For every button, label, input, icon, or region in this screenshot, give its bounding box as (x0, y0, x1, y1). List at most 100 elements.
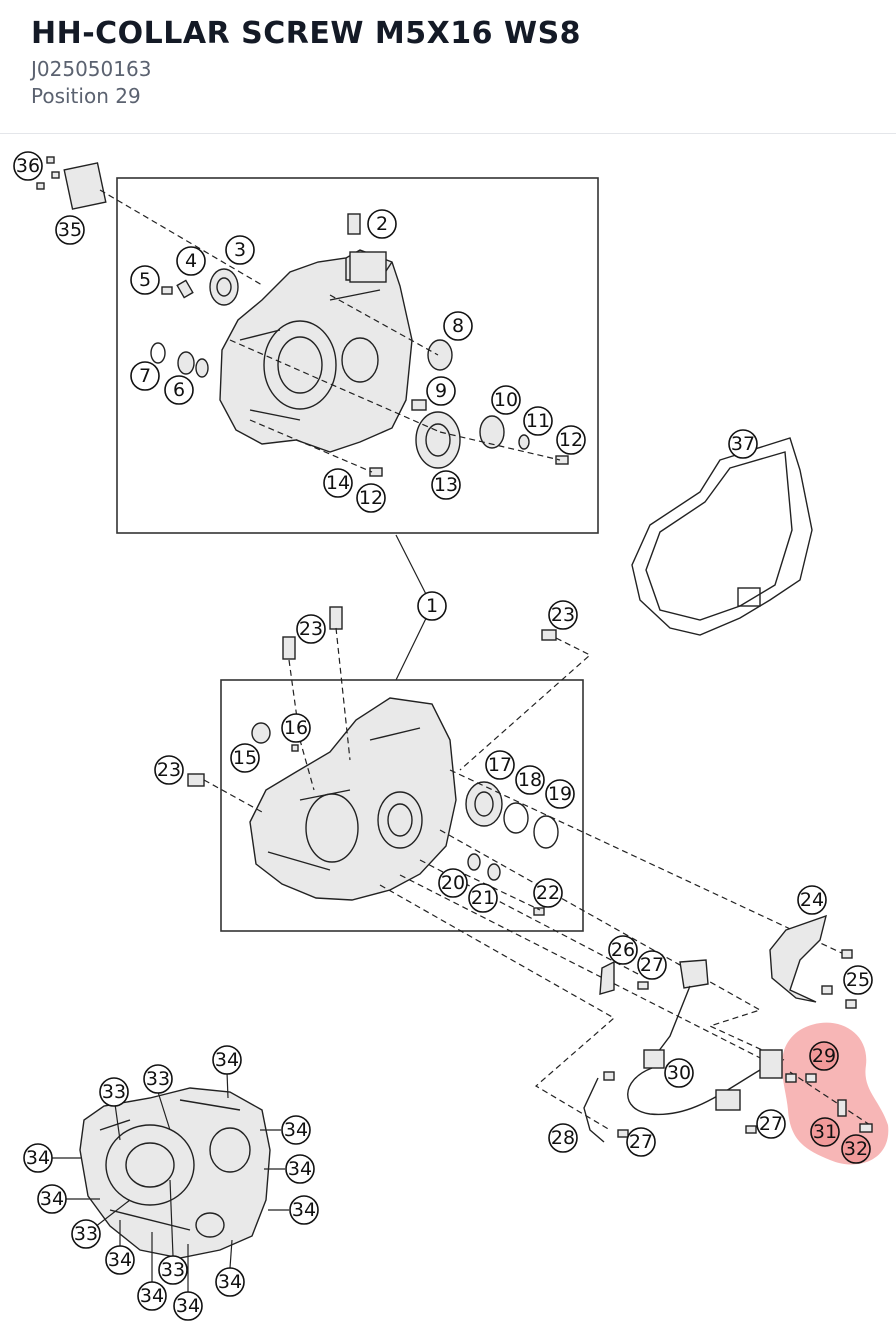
callout-20[interactable]: 20 (438, 868, 468, 898)
callout-7[interactable]: 7 (130, 361, 160, 391)
callout-32[interactable]: 32 (841, 1134, 871, 1164)
svg-text:5: 5 (139, 269, 151, 291)
callout-23-c[interactable]: 23 (154, 755, 184, 785)
callout-12-b[interactable]: 12 (356, 483, 386, 513)
callout-33-c[interactable]: 33 (71, 1219, 101, 1249)
callout-37[interactable]: 37 (728, 429, 758, 459)
svg-text:31: 31 (813, 1121, 837, 1143)
callout-19[interactable]: 19 (545, 779, 575, 809)
callout-9[interactable]: 9 (426, 376, 456, 406)
svg-text:34: 34 (40, 1188, 64, 1210)
callout-22[interactable]: 22 (533, 878, 563, 908)
callout-3[interactable]: 3 (225, 235, 255, 265)
callout-13[interactable]: 13 (431, 470, 461, 500)
svg-text:27: 27 (759, 1113, 783, 1135)
svg-text:25: 25 (846, 969, 870, 991)
callout-33-b[interactable]: 33 (99, 1077, 129, 1107)
upper-leader-lines (99, 189, 561, 473)
callout-15[interactable]: 15 (230, 743, 260, 773)
callout-27-b[interactable]: 27 (756, 1109, 786, 1139)
svg-text:33: 33 (161, 1259, 185, 1281)
diagram-canvas: 36 35 2 3 4 5 8 7 6 9 10 11 12 13 14 12 … (13, 151, 889, 1321)
svg-text:37: 37 (731, 433, 755, 455)
svg-text:34: 34 (176, 1295, 200, 1317)
svg-text:23: 23 (157, 759, 181, 781)
svg-text:34: 34 (292, 1199, 316, 1221)
svg-text:34: 34 (215, 1049, 239, 1071)
callout-34-h[interactable]: 34 (215, 1267, 245, 1297)
callout-31[interactable]: 31 (810, 1117, 840, 1147)
callout-1[interactable]: 1 (417, 591, 447, 621)
callout-29[interactable]: 29 (809, 1041, 839, 1071)
part-position: Position 29 (31, 84, 141, 108)
svg-text:21: 21 (471, 887, 495, 909)
lower-crankcase-frame (220, 679, 584, 932)
svg-text:19: 19 (548, 783, 572, 805)
svg-text:3: 3 (234, 239, 246, 261)
callout-12-a[interactable]: 12 (556, 425, 586, 455)
svg-text:34: 34 (218, 1271, 242, 1293)
svg-text:15: 15 (233, 747, 257, 769)
callout-27-a[interactable]: 27 (637, 950, 667, 980)
callout-24[interactable]: 24 (797, 885, 827, 915)
svg-text:12: 12 (559, 429, 583, 451)
callout-34-f[interactable]: 34 (289, 1195, 319, 1225)
callout-34-g[interactable]: 34 (105, 1245, 135, 1275)
callout-30[interactable]: 30 (664, 1058, 694, 1088)
callout-11[interactable]: 11 (523, 406, 553, 436)
upper-crankcase-frame (116, 177, 599, 534)
exploded-parts-diagram: 36 35 2 3 4 5 8 7 6 9 10 11 12 13 14 12 … (0, 135, 896, 1335)
svg-text:7: 7 (139, 365, 151, 387)
callout-17[interactable]: 17 (485, 750, 515, 780)
callout-6[interactable]: 6 (164, 375, 194, 405)
svg-text:8: 8 (452, 315, 464, 337)
svg-text:33: 33 (74, 1223, 98, 1245)
callout-21[interactable]: 21 (468, 883, 498, 913)
callout-33-d[interactable]: 33 (158, 1255, 188, 1285)
callout-27-c[interactable]: 27 (626, 1127, 656, 1157)
callout-34-i[interactable]: 34 (137, 1281, 167, 1311)
lower-crankcase-half (249, 697, 457, 901)
callout-34-d[interactable]: 34 (285, 1154, 315, 1184)
svg-text:23: 23 (551, 604, 575, 626)
svg-text:1: 1 (426, 595, 438, 617)
callout-28[interactable]: 28 (548, 1123, 578, 1153)
callout-36[interactable]: 36 (13, 151, 43, 181)
callout-35[interactable]: 35 (55, 215, 85, 245)
svg-text:36: 36 (16, 155, 40, 177)
gasket-outline (631, 437, 813, 636)
callout-33-a[interactable]: 33 (143, 1064, 173, 1094)
sensor-and-cover-parts (583, 914, 873, 1143)
svg-text:13: 13 (434, 474, 458, 496)
callout-10[interactable]: 10 (491, 385, 521, 415)
svg-text:4: 4 (185, 250, 197, 272)
svg-text:18: 18 (518, 769, 542, 791)
gasket-inner (645, 451, 793, 621)
callout-8[interactable]: 8 (443, 311, 473, 341)
callout-23-a[interactable]: 23 (296, 614, 326, 644)
callout-25[interactable]: 25 (843, 965, 873, 995)
callout-4[interactable]: 4 (176, 246, 206, 276)
callout-34-c[interactable]: 34 (23, 1143, 53, 1173)
svg-text:14: 14 (326, 472, 350, 494)
callout-26[interactable]: 26 (608, 935, 638, 965)
callout-2[interactable]: 2 (367, 209, 397, 239)
svg-text:34: 34 (108, 1249, 132, 1271)
callout-18[interactable]: 18 (515, 765, 545, 795)
callout-34-e[interactable]: 34 (37, 1184, 67, 1214)
svg-text:28: 28 (551, 1127, 575, 1149)
lower-view-leader-lines (52, 1071, 289, 1292)
callout-34-j[interactable]: 34 (173, 1291, 203, 1321)
svg-text:22: 22 (536, 882, 560, 904)
callout-5[interactable]: 5 (130, 265, 160, 295)
part-title: HH-COLLAR SCREW M5X16 WS8 (31, 16, 582, 51)
callout-34-b[interactable]: 34 (281, 1115, 311, 1145)
callout-23-b[interactable]: 23 (548, 600, 578, 630)
svg-text:30: 30 (667, 1062, 691, 1084)
callout-16[interactable]: 16 (281, 713, 311, 743)
svg-text:34: 34 (26, 1147, 50, 1169)
callout-34-a[interactable]: 34 (212, 1045, 242, 1075)
part-number: J025050163 (31, 57, 152, 81)
svg-text:29: 29 (812, 1045, 836, 1067)
callout-14[interactable]: 14 (323, 468, 353, 498)
